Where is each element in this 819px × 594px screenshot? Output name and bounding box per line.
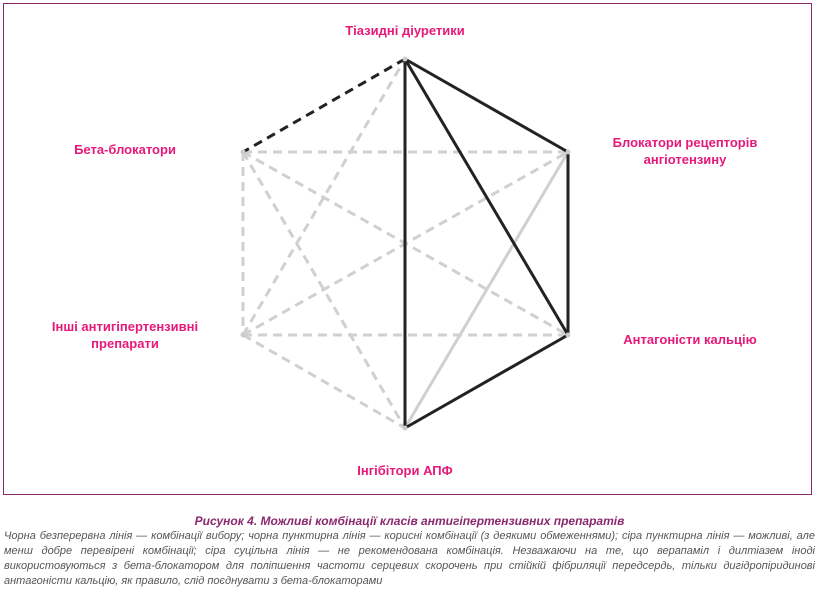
edge-other-thiazide <box>241 58 407 336</box>
arb-label-line2: ангіотензину <box>643 152 727 167</box>
node-point-arb <box>565 149 571 155</box>
node-label-acei: Інгібітори АПФ <box>310 462 500 479</box>
diagram-frame <box>3 3 812 495</box>
node-label-ccb: Антагоністи кальцію <box>590 331 790 348</box>
node-point-thiazide <box>402 56 408 62</box>
node-label-bb: Бета-блокатори <box>45 141 205 158</box>
edge-ccb-acei <box>404 333 569 430</box>
node-label-thiazide: Тіазидні діуретики <box>280 22 530 39</box>
ccb-label: Антагоністи кальцію <box>623 332 757 347</box>
combination-diagram <box>240 56 571 431</box>
bb-label: Бета-блокатори <box>74 142 176 157</box>
figure-caption-title: Рисунок 4. Можливі комбінації класів ант… <box>194 514 625 528</box>
node-label-other: Інші антигіпертензивні препарати <box>25 318 225 352</box>
node-point-acei <box>402 425 408 431</box>
arb-label-line1: Блокатори рецепторів <box>612 135 758 150</box>
edge-thiazide-arb <box>404 57 569 154</box>
node-point-other <box>240 332 246 338</box>
edge-arb-acei <box>403 151 570 429</box>
node-point-bb <box>240 149 246 155</box>
other-label-line2: препарати <box>91 336 159 351</box>
thiazide-label: Тіазидні діуретики <box>345 23 465 38</box>
edge-thiazide-ccb <box>403 58 570 336</box>
edge-bb-acei <box>241 151 407 429</box>
acei-label: Інгібітори АПФ <box>357 463 453 478</box>
node-point-ccb <box>565 332 571 338</box>
edge-other-acei <box>242 333 406 430</box>
other-label-line1: Інші антигіпертензивні <box>51 319 199 334</box>
edge-thiazide-bb <box>242 57 406 154</box>
node-label-arb: Блокатори рецепторів ангіотензину <box>585 134 785 168</box>
figure-caption-body: Чорна безперервна лінія — комбінації виб… <box>4 530 815 587</box>
